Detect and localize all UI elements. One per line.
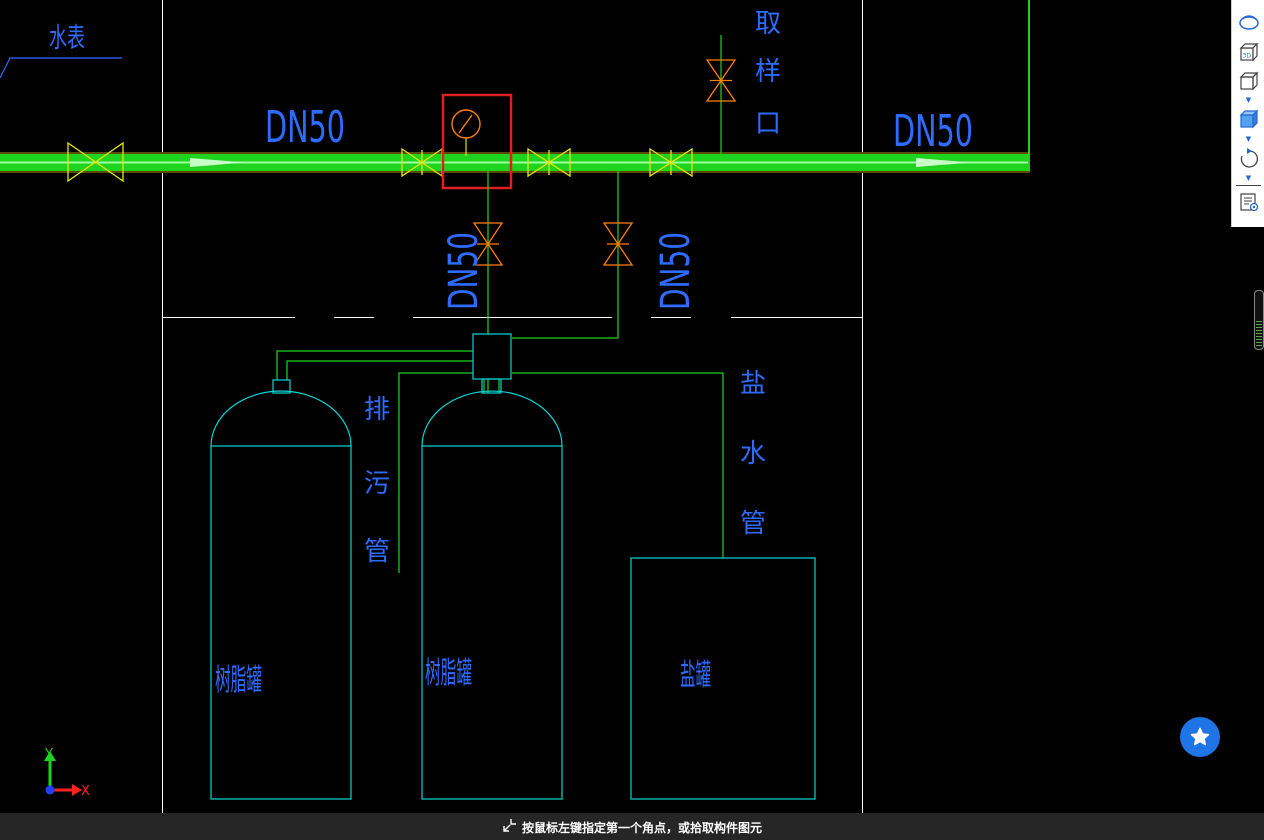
flow-arrow-2 [916,158,971,167]
svg-text:样: 样 [755,57,781,87]
main-valve-1[interactable] [67,141,124,183]
branch-valve-2[interactable] [602,222,634,266]
shaded-view-button[interactable] [1236,107,1261,131]
3d-view-icon: 3D [1239,42,1258,62]
svg-text:管: 管 [364,537,390,567]
resin-tank-2-label: 树脂罐 [425,656,472,691]
svg-text:管: 管 [740,509,766,539]
command-status-bar: 按鼠标左键指定第一个角点，或拾取构件图元 [0,813,1264,840]
svg-text:盐: 盐 [740,369,766,399]
layer-list-button[interactable] [1236,190,1261,214]
resin-tank-1[interactable] [210,379,352,800]
svg-text:污: 污 [364,469,390,499]
branch-valve-1[interactable] [472,222,504,266]
slider-grip [1256,321,1262,347]
wireframe-view-button[interactable] [1236,69,1261,93]
axis-x-label: X [81,784,90,799]
water-meter-label: 水表 [49,23,85,54]
main-valve-4[interactable] [649,147,693,178]
axis-y-label: Y [44,747,53,762]
branch-pipe-label-1: DN50 [441,232,487,310]
orbit-icon [1238,15,1259,30]
wireframe-dropdown-chevron-icon[interactable]: ▼ [1245,96,1252,104]
star-icon [1190,727,1210,746]
branch-pipes[interactable] [276,170,724,573]
toolbar-divider [1236,185,1261,186]
ucs-axis-icon: Y X [44,747,90,799]
brine-pipe-label: 盐 水 管 [740,369,766,539]
main-pipe-label-1: DN50 [265,102,345,153]
water-meter-leader [0,57,122,79]
view-toolbar: 3D ▼ ▼ ▼ [1231,0,1264,227]
main-pipe-label-2: DN50 [893,106,973,157]
svg-text:取: 取 [755,9,781,39]
3d-view-button[interactable]: 3D [1236,40,1261,64]
resin-tank-1-label: 树脂罐 [215,663,262,698]
svg-text:3D: 3D [1242,53,1251,60]
control-valve-head[interactable] [472,333,512,380]
sampling-valve[interactable] [705,59,737,102]
flow-arrow-1 [190,158,245,167]
favorite-star-button[interactable] [1180,717,1220,757]
rotate-dropdown-chevron-icon[interactable]: ▼ [1245,174,1252,182]
branch-pipe-label-2: DN50 [653,232,699,310]
salt-tank-label: 盐罐 [680,658,711,693]
selection-highlight-box [441,93,513,190]
zoom-slider-handle[interactable] [1254,290,1264,350]
pick-point-icon [503,819,516,832]
salt-tank[interactable] [630,557,816,800]
box-wireframe-icon [1239,71,1258,91]
pressure-gauge[interactable] [451,109,481,156]
svg-text:水: 水 [740,439,766,469]
command-prompt-text: 按鼠标左键指定第一个角点，或拾取构件图元 [522,821,763,835]
svg-text:排: 排 [364,395,390,425]
main-valve-3[interactable] [527,147,571,178]
resin-tank-2[interactable] [421,378,563,800]
svg-text:口: 口 [755,109,781,139]
shaded-dropdown-chevron-icon[interactable]: ▼ [1245,135,1252,143]
main-pipe[interactable] [0,0,1030,173]
box-shaded-icon [1239,109,1258,129]
orbit-button[interactable] [1236,10,1261,34]
drain-pipe-label: 排 污 管 [364,395,390,567]
sampling-port-label: 取 样 口 [755,9,781,139]
rotate-button[interactable] [1236,146,1261,170]
rotate-icon [1240,148,1258,168]
layer-list-icon [1239,193,1258,212]
